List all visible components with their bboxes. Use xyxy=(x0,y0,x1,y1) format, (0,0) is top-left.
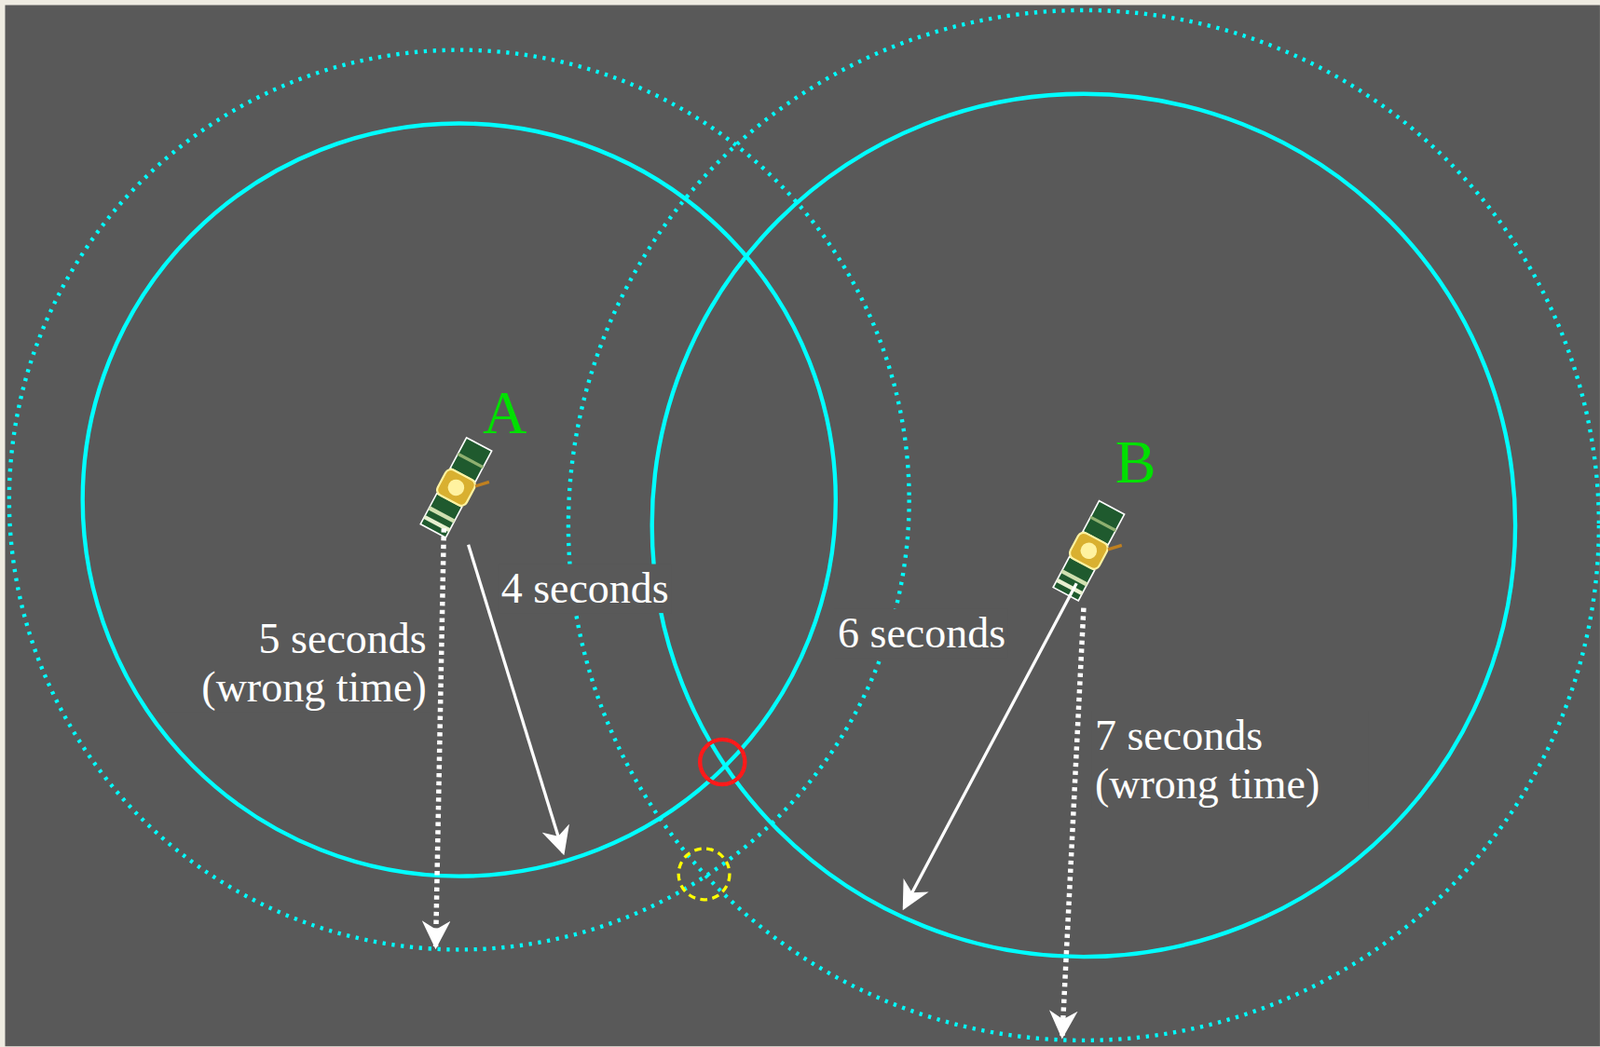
distance-label: 4 seconds xyxy=(497,564,672,615)
wrong-position-marker xyxy=(678,848,730,901)
distance-label: 5 seconds (wrong time) xyxy=(152,614,430,712)
wrong-range-arrow xyxy=(1062,608,1084,1038)
distance-label: 7 seconds (wrong time) xyxy=(1092,711,1369,809)
range-circle xyxy=(652,94,1516,958)
satellite-label: B xyxy=(1112,428,1160,496)
dotted-range-circle xyxy=(568,10,1600,1041)
dotted-range-circle xyxy=(9,50,910,951)
wrong-range-arrow xyxy=(436,528,445,947)
distance-label: 6 seconds xyxy=(834,609,1010,659)
satellite-label: A xyxy=(479,379,531,447)
true-position-marker xyxy=(699,739,745,785)
